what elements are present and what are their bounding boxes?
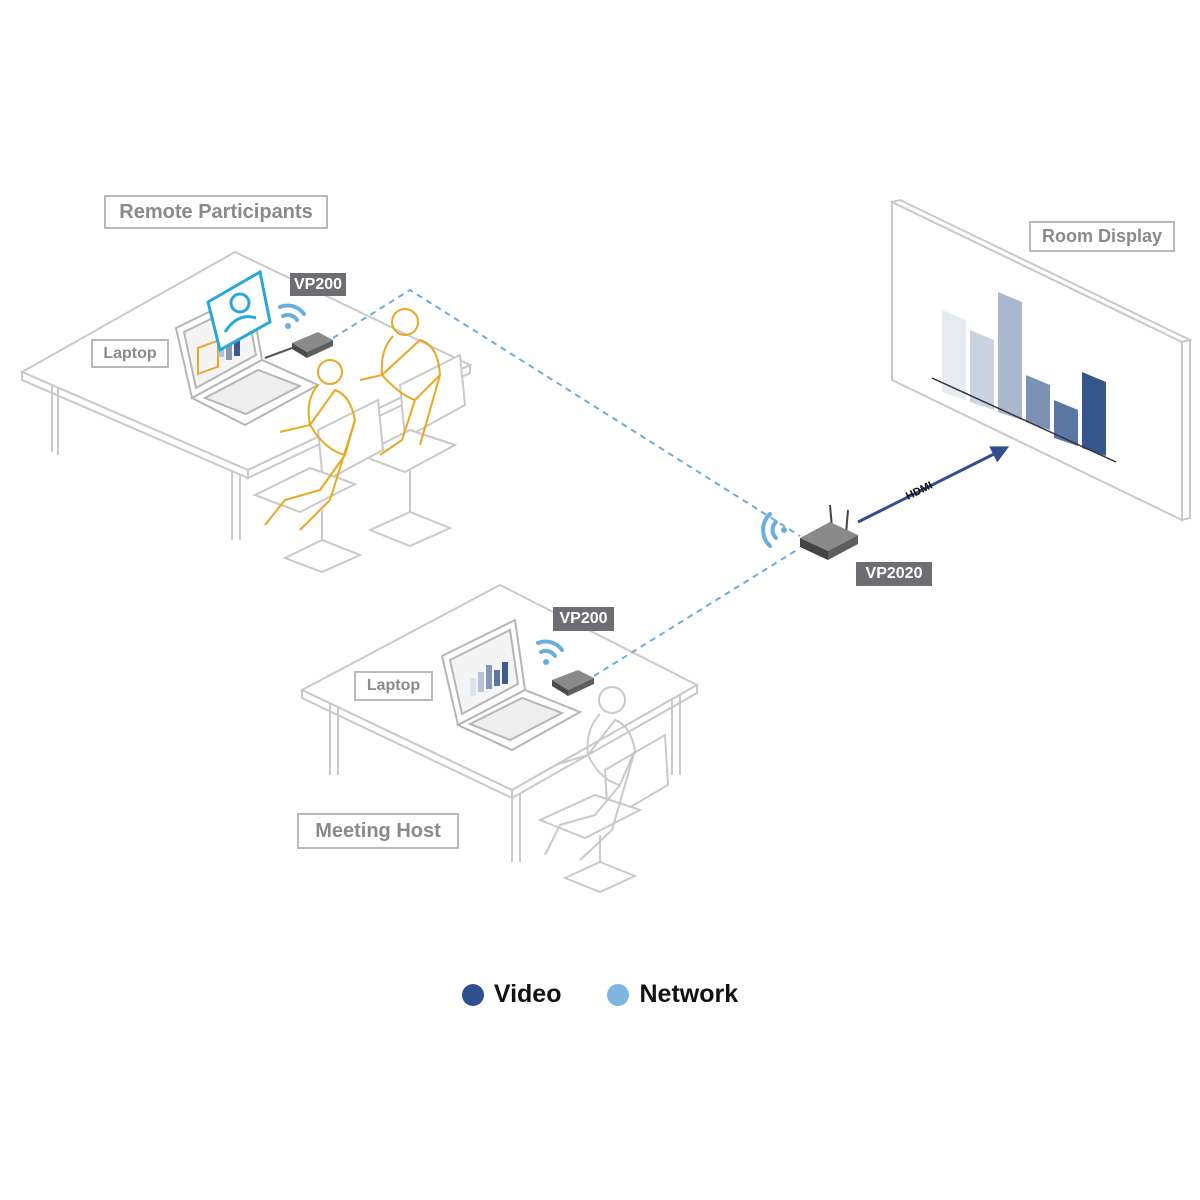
video-dot-icon bbox=[461, 983, 484, 1006]
wifi-icon-vp2020 bbox=[761, 512, 787, 548]
network-link-remote bbox=[332, 288, 801, 537]
tag-vp200-host: VP200 bbox=[553, 607, 614, 631]
room-display bbox=[889, 198, 1193, 522]
vp200-remote-device bbox=[264, 332, 333, 359]
label-meeting-host: Meeting Host bbox=[297, 813, 459, 849]
remote-chairs bbox=[252, 353, 467, 574]
label-room-display: Room Display bbox=[1029, 221, 1175, 252]
wifi-icon-remote bbox=[278, 303, 306, 329]
hdmi-label: HDMI bbox=[904, 480, 935, 503]
legend-item-video: Video bbox=[461, 980, 562, 1009]
video-link-hdmi bbox=[857, 446, 1010, 524]
video-call-window-icon bbox=[206, 269, 272, 353]
remote-participant-person bbox=[264, 308, 442, 531]
meeting-host-person bbox=[544, 686, 637, 861]
tag-vp2020: VP2020 bbox=[856, 562, 932, 586]
vp200-host-device bbox=[552, 670, 594, 696]
network-link-host bbox=[593, 547, 801, 677]
room-display-chart bbox=[931, 292, 1117, 463]
wifi-icon-host bbox=[536, 639, 564, 665]
legend: Video Network bbox=[0, 980, 1200, 1009]
label-laptop-remote: Laptop bbox=[91, 339, 169, 368]
tag-vp200-remote: VP200 bbox=[290, 273, 346, 296]
legend-label-video: Video bbox=[493, 980, 562, 1008]
vp2020-device bbox=[800, 504, 858, 560]
legend-label-network: Network bbox=[639, 980, 739, 1008]
label-remote-participants: Remote Participants bbox=[104, 195, 328, 229]
network-dot-icon bbox=[607, 983, 630, 1006]
label-laptop-host: Laptop bbox=[354, 671, 433, 701]
legend-item-network: Network bbox=[607, 980, 738, 1009]
host-laptop-chart bbox=[470, 662, 508, 696]
